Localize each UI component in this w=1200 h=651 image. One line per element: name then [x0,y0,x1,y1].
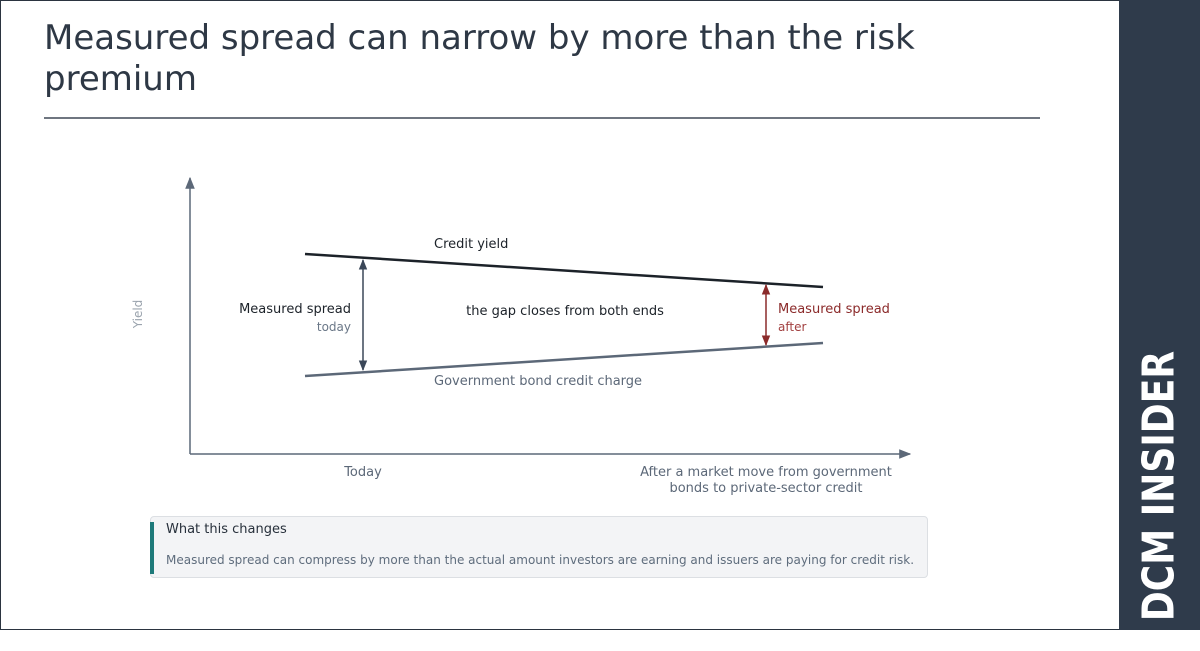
callout-box: What this changes Measured spread can co… [150,516,928,578]
callout-heading: What this changes [166,522,287,537]
y-axis-label: Yield [131,300,145,330]
x-tick-today: Today [343,465,382,480]
x-tick-after-line2: bonds to private-sector credit [669,481,862,496]
credit-yield-line [304,252,824,289]
credit-yield-label: Credit yield [434,237,508,252]
brand-sidebar [1119,0,1200,630]
government-bond-label: Government bond credit charge [434,374,642,389]
spread-today-label: Measured spread [239,302,351,317]
callout-body: Measured spread can compress by more tha… [166,553,915,567]
spread-diagram: Yield Credit yield Government bond credi… [131,176,912,496]
spread-after-sublabel: after [778,320,806,334]
spread-after-label: Measured spread [778,302,890,317]
government-bond-line [304,341,824,378]
title-divider [44,117,1040,119]
spread-today-sublabel: today [317,320,351,334]
x-tick-after-line1: After a market move from government [640,465,892,480]
page-title: Measured spread can narrow by more than … [44,18,915,99]
callout-accent-bar [150,522,154,574]
gap-annotation: the gap closes from both ends [466,304,664,319]
brand-wordmark: DCM INSIDER [1133,350,1185,622]
brand-logo: DCM INSIDER [1134,321,1185,651]
